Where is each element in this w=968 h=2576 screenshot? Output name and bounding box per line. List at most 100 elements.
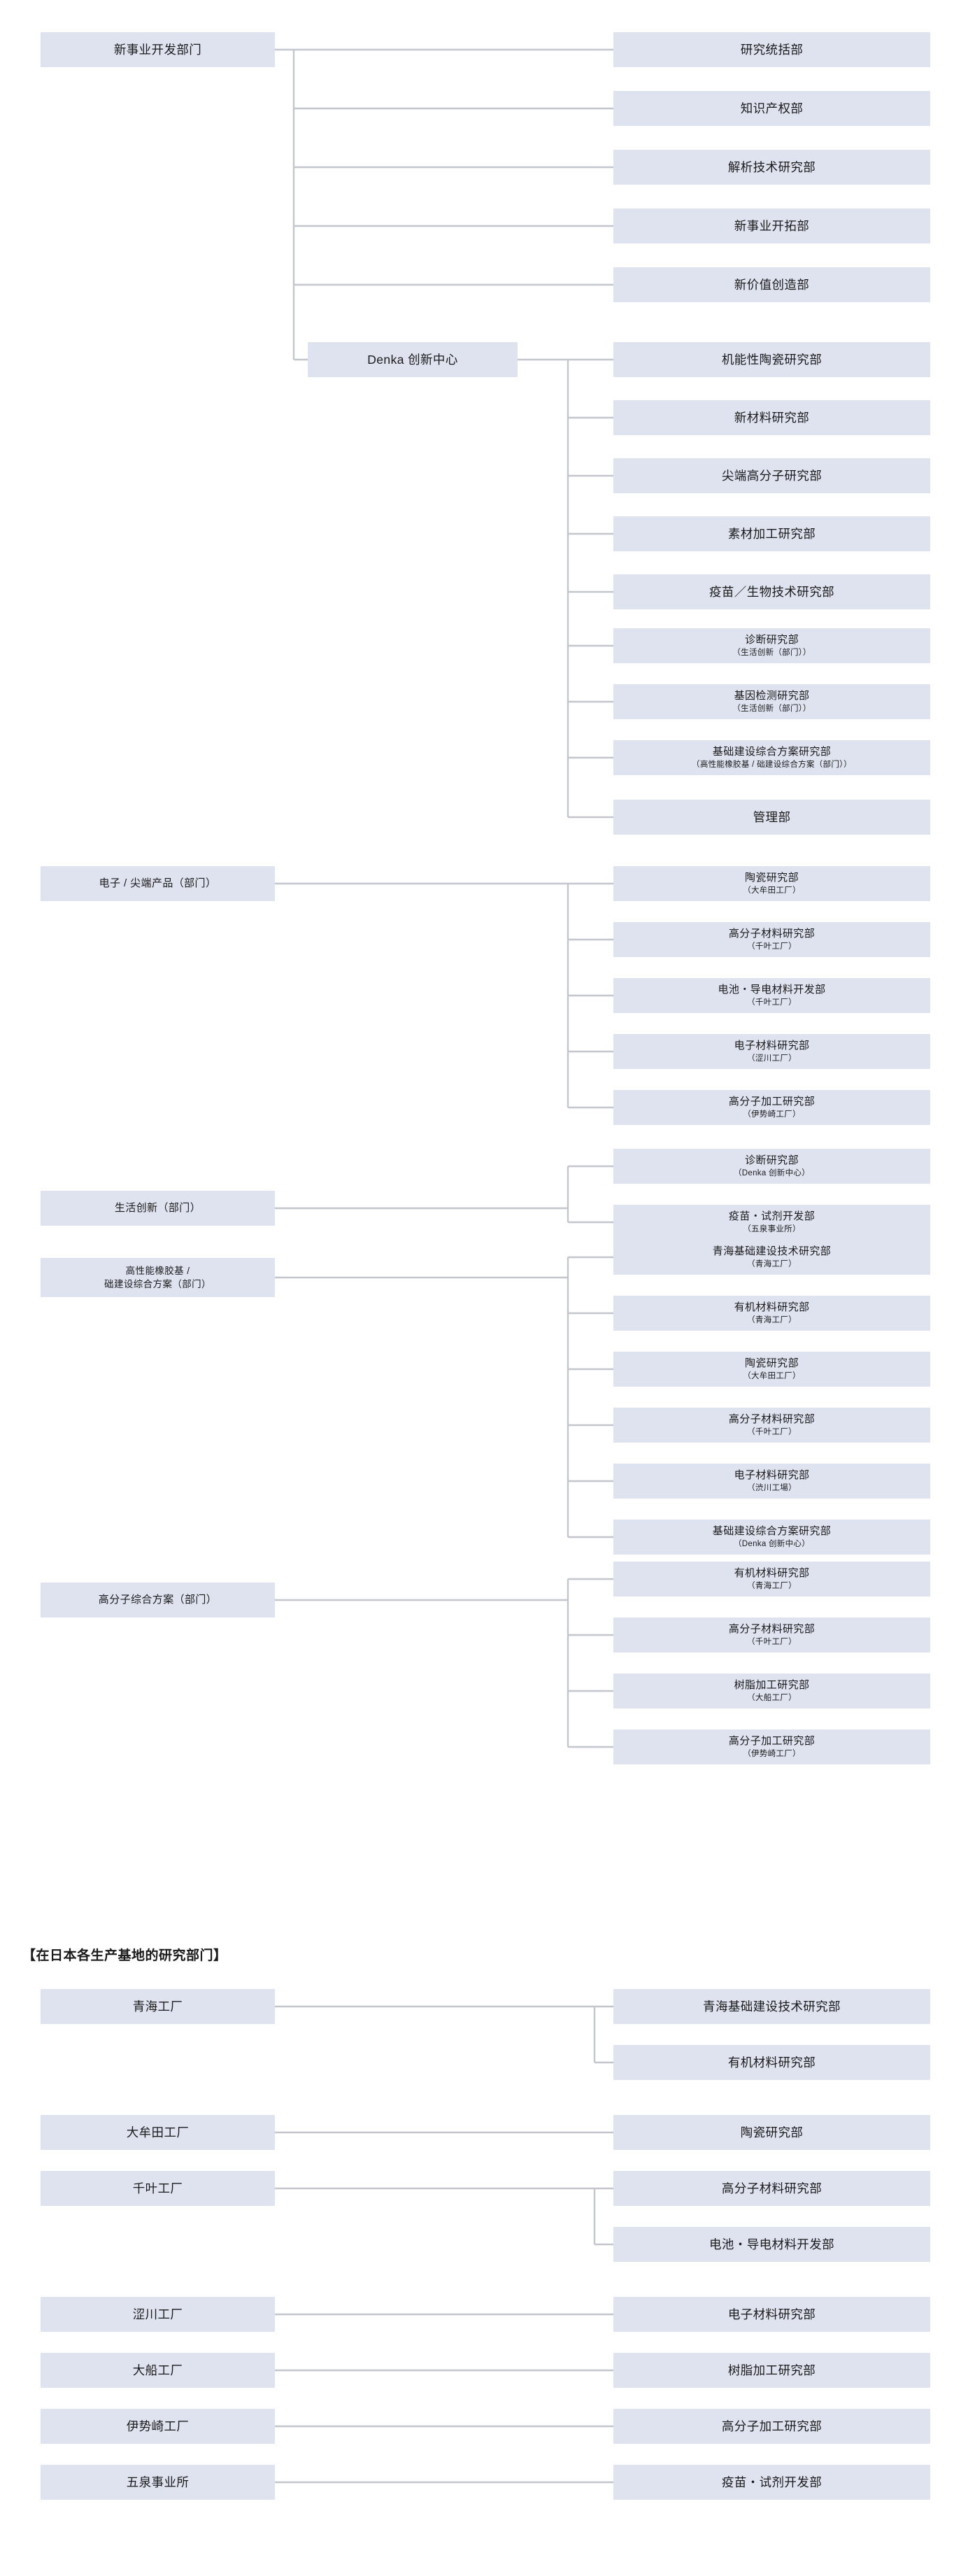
group-parent-box-4[interactable]: 高性能橡胶基 / 础建设综合方案（部门） bbox=[41, 1258, 275, 1297]
node-title: 陶瓷研究部 bbox=[744, 1357, 799, 1370]
dept-box-2-4[interactable]: 高分子加工研究部（伊势崎工厂） bbox=[613, 1090, 930, 1125]
plant-dept-box-1-0[interactable]: 陶瓷研究部 bbox=[613, 2115, 930, 2150]
plant-box-0[interactable]: 青海工厂 bbox=[41, 1989, 275, 2024]
plant-dept-box-2-0[interactable]: 高分子材料研究部 bbox=[613, 2171, 930, 2206]
node-title: 千叶工厂 bbox=[132, 2181, 183, 2195]
dept-box-5-1[interactable]: 高分子材料研究部 （千叶工厂） bbox=[613, 1618, 930, 1653]
node-title: 尖端高分子研究部 bbox=[721, 468, 823, 483]
node-subtitle: （千叶工厂） bbox=[747, 1428, 797, 1437]
node-title: 新事业开拓部 bbox=[734, 218, 810, 233]
group-parent-box-3[interactable]: 生活创新（部门） bbox=[41, 1191, 275, 1226]
plant-box-4[interactable]: 大船工厂 bbox=[41, 2353, 275, 2388]
dept-box-0-0[interactable]: 研究统括部 bbox=[613, 32, 930, 67]
node-subtitle: （伊势崎工厂） bbox=[743, 1750, 801, 1759]
section2-heading: 【在日本各生产基地的研究部门】 bbox=[22, 1948, 227, 1963]
dept-box-1-5[interactable]: 诊断研究部（生活创新（部门）） bbox=[613, 628, 930, 663]
dept-box-5-2[interactable]: 树脂加工研究部 （大船工厂） bbox=[613, 1673, 930, 1708]
node-title: 大船工厂 bbox=[132, 2363, 183, 2377]
node-title: 电子材料研究部 bbox=[734, 1469, 810, 1482]
node-subtitle: （青海工厂） bbox=[747, 1582, 797, 1591]
group-parent-box-1[interactable]: Denka 创新中心 bbox=[308, 342, 518, 377]
plant-box-6[interactable]: 五泉事业所 bbox=[41, 2465, 275, 2500]
plant-dept-box-4-0[interactable]: 树脂加工研究部 bbox=[613, 2353, 930, 2388]
dept-box-4-1[interactable]: 有机材料研究部（青海工厂） bbox=[613, 1296, 930, 1331]
plant-dept-box-6-0[interactable]: 疫苗・试剂开发部 bbox=[613, 2465, 930, 2500]
plant-box-3[interactable]: 涩川工厂 bbox=[41, 2297, 275, 2332]
dept-box-0-1[interactable]: 知识产权部 bbox=[613, 91, 930, 126]
node-subtitle: （涩川工厂） bbox=[747, 1054, 797, 1063]
plant-box-2[interactable]: 千叶工厂 bbox=[41, 2171, 275, 2206]
dept-box-1-0[interactable]: 机能性陶瓷研究部 bbox=[613, 342, 930, 377]
node-title: 陶瓷研究部 bbox=[740, 2125, 804, 2139]
node-title: 疫苗・试剂开发部 bbox=[728, 1210, 816, 1223]
node-subtitle: （大牟田工厂） bbox=[743, 1372, 801, 1381]
node-title: 有机材料研究部 bbox=[727, 2055, 816, 2069]
group-parent-box-5[interactable]: 高分子综合方案（部门） bbox=[41, 1583, 275, 1618]
node-title: 青海工厂 bbox=[132, 1999, 183, 2014]
node-title: 有机材料研究部 bbox=[734, 1301, 810, 1314]
node-title: 大牟田工厂 bbox=[126, 2125, 190, 2139]
dept-box-3-1[interactable]: 疫苗・试剂开发部 （五泉事业所） bbox=[613, 1205, 930, 1240]
node-title: 高性能橡胶基 / 础建设综合方案（部门） bbox=[104, 1264, 211, 1291]
parent-label-line-1: 高性能橡胶基 / bbox=[125, 1265, 190, 1276]
node-title: 高分子材料研究部 bbox=[728, 1413, 816, 1426]
dept-box-2-3[interactable]: 电子材料研究部（涩川工厂） bbox=[613, 1034, 930, 1069]
node-title: 高分子加工研究部 bbox=[728, 1735, 816, 1748]
node-title: 电池・导电材料开发部 bbox=[718, 984, 826, 996]
plant-dept-box-0-1[interactable]: 有机材料研究部 bbox=[613, 2045, 930, 2080]
dept-box-2-1[interactable]: 高分子材料研究部（千叶工厂） bbox=[613, 922, 930, 957]
plant-dept-box-2-1[interactable]: 电池・导电材料开发部 bbox=[613, 2227, 930, 2262]
node-subtitle: （大船工厂） bbox=[747, 1694, 797, 1703]
node-title: 新事业开发部门 bbox=[113, 42, 202, 57]
node-title: 电子 / 尖端产品（部门） bbox=[99, 877, 217, 890]
node-title: 诊断研究部 bbox=[744, 1154, 799, 1167]
dept-box-0-2[interactable]: 解析技术研究部 bbox=[613, 150, 930, 185]
dept-box-4-5[interactable]: 基础建设综合方案研究部 （Denka 创新中心） bbox=[613, 1520, 930, 1555]
node-subtitle: （青海工厂） bbox=[747, 1260, 797, 1269]
dept-box-4-3[interactable]: 高分子材料研究部 （千叶工厂） bbox=[613, 1408, 930, 1443]
dept-box-1-3[interactable]: 素材加工研究部 bbox=[613, 516, 930, 551]
dept-box-3-0[interactable]: 诊断研究部（Denka 创新中心） bbox=[613, 1149, 930, 1184]
dept-box-0-4[interactable]: 新价值创造部 bbox=[613, 267, 930, 302]
plant-box-5[interactable]: 伊势崎工厂 bbox=[41, 2409, 275, 2444]
node-title: 基础建设综合方案研究部 bbox=[712, 1525, 832, 1538]
group-parent-box-2[interactable]: 电子 / 尖端产品（部门） bbox=[41, 866, 275, 901]
node-title: Denka 创新中心 bbox=[367, 352, 458, 367]
dept-box-4-0[interactable]: 青海基础建设技术研究部（青海工厂） bbox=[613, 1240, 930, 1275]
node-subtitle: （Denka 创新中心） bbox=[733, 1540, 811, 1549]
dept-box-2-0[interactable]: 陶瓷研究部（大牟田工厂） bbox=[613, 866, 930, 901]
plant-dept-box-5-0[interactable]: 高分子加工研究部 bbox=[613, 2409, 930, 2444]
plant-box-1[interactable]: 大牟田工厂 bbox=[41, 2115, 275, 2150]
dept-box-1-6[interactable]: 基因检测研究部（生活创新（部门）） bbox=[613, 684, 930, 719]
node-title: 管理部 bbox=[753, 809, 791, 824]
dept-box-5-0[interactable]: 有机材料研究部 （青海工厂） bbox=[613, 1562, 930, 1597]
node-subtitle: （五泉事业所） bbox=[743, 1225, 801, 1234]
dept-box-2-2[interactable]: 电池・导电材料开发部（千叶工厂） bbox=[613, 978, 930, 1013]
plant-dept-box-0-0[interactable]: 青海基础建设技术研究部 bbox=[613, 1989, 930, 2024]
dept-box-4-2[interactable]: 陶瓷研究部 （大牟田工厂） bbox=[613, 1352, 930, 1387]
node-title: 电池・导电材料开发部 bbox=[709, 2237, 834, 2251]
node-title: 知识产权部 bbox=[740, 101, 804, 115]
plant-dept-box-3-0[interactable]: 电子材料研究部 bbox=[613, 2297, 930, 2332]
dept-box-1-7[interactable]: 基础建设综合方案研究部（高性能橡胶基 / 础建设综合方案（部门）） bbox=[613, 740, 930, 775]
node-subtitle: （渋川工場） bbox=[747, 1484, 797, 1493]
parent-label-line-2: 础建设综合方案（部门） bbox=[104, 1279, 211, 1289]
node-title: 陶瓷研究部 bbox=[744, 872, 799, 884]
group-parent-box-0[interactable]: 新事业开发部门 bbox=[41, 32, 275, 67]
node-title: 有机材料研究部 bbox=[734, 1567, 810, 1580]
dept-box-1-8[interactable]: 管理部 bbox=[613, 800, 930, 835]
node-title: 高分子材料研究部 bbox=[728, 928, 816, 940]
node-title: 诊断研究部 bbox=[744, 634, 799, 646]
node-title: 高分子材料研究部 bbox=[728, 1623, 816, 1636]
dept-box-5-3[interactable]: 高分子加工研究部 （伊势崎工厂） bbox=[613, 1729, 930, 1764]
dept-box-1-2[interactable]: 尖端高分子研究部 bbox=[613, 458, 930, 493]
dept-box-4-4[interactable]: 电子材料研究部 （渋川工場） bbox=[613, 1464, 930, 1499]
node-subtitle: （千叶工厂） bbox=[747, 1638, 797, 1647]
dept-box-1-4[interactable]: 疫苗／生物技术研究部 bbox=[613, 574, 930, 609]
node-title: 树脂加工研究部 bbox=[734, 1679, 810, 1692]
node-subtitle: （生活创新（部门）） bbox=[732, 705, 811, 714]
dept-box-1-1[interactable]: 新材料研究部 bbox=[613, 400, 930, 435]
dept-box-0-3[interactable]: 新事业开拓部 bbox=[613, 208, 930, 243]
node-title: 五泉事业所 bbox=[126, 2475, 190, 2489]
